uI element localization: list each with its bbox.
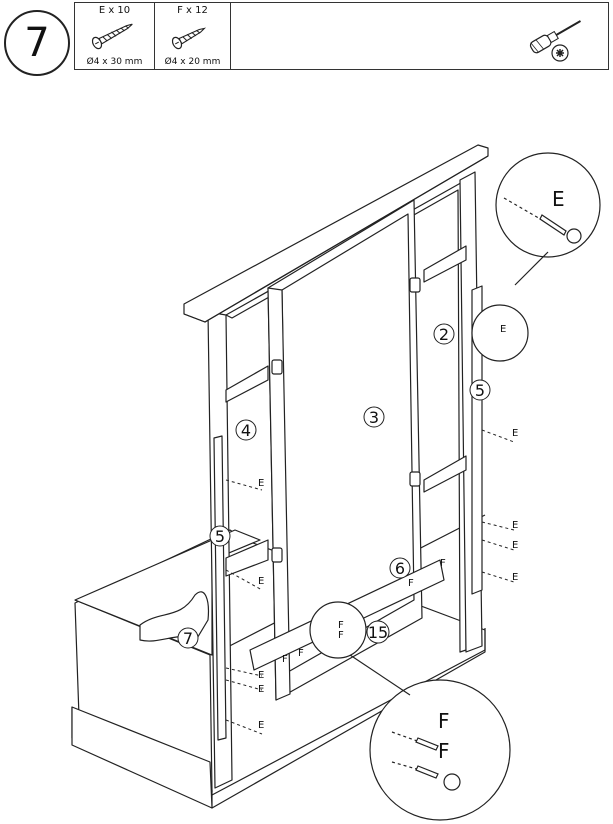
label-part-4: 4 — [241, 421, 251, 440]
part-f-size: Ø4 x 20 mm — [164, 57, 221, 67]
screw-e-label: E — [512, 520, 518, 531]
label-part-5-right: 5 — [475, 381, 485, 400]
strip-left — [213, 435, 227, 741]
screw-e-label: E — [258, 576, 264, 587]
label-part-15: 15 — [368, 623, 388, 642]
label-part-7: 7 — [183, 629, 193, 648]
long-screw-icon — [91, 23, 133, 50]
part-e-size: Ø4 x 30 mm — [86, 57, 143, 67]
screw-f-label: F — [282, 654, 288, 665]
parts-list: E x 10 Ø4 x 30 mm F x 12 Ø4 x 20 mm — [74, 2, 609, 70]
part-e-qty: E x 10 — [98, 5, 131, 16]
screw-e-label: E — [512, 428, 518, 439]
label-part-2: 2 — [439, 325, 449, 344]
detail-circle-mid — [471, 304, 529, 362]
part-f-qty: F x 12 — [177, 5, 208, 16]
part-f: F x 12 Ø4 x 20 mm — [155, 3, 231, 69]
screw-f-label: F — [408, 578, 414, 589]
screw-f-label: F — [338, 620, 344, 631]
screw-f-label: F — [298, 648, 304, 659]
step-number: 7 — [4, 10, 70, 76]
label-part-5-left: 5 — [215, 527, 225, 546]
strip-right — [471, 285, 483, 595]
screw-e-label: E — [500, 324, 506, 335]
screw-e-label: E — [512, 572, 518, 583]
detail-circle-bottom — [369, 679, 511, 821]
screw-e-label: E — [258, 684, 264, 695]
screw-e-label: E — [512, 540, 518, 551]
screw-f-label: F — [338, 630, 344, 641]
detail-f-label-2: F — [438, 739, 450, 763]
detail-circle-top — [495, 152, 601, 258]
part-e: E x 10 Ø4 x 30 mm — [75, 3, 155, 69]
screw-e-label: E — [258, 478, 264, 489]
short-screw-icon — [171, 27, 207, 50]
detail-circle-rail — [309, 601, 367, 659]
phillips-screwdriver-icon — [529, 20, 581, 62]
label-part-3: 3 — [369, 408, 379, 427]
screw-e-label: E — [258, 720, 264, 731]
detail-f-label-1: F — [438, 709, 450, 733]
screw-e-label: E — [258, 670, 264, 681]
screw-f-label: F — [440, 558, 446, 569]
assembly-drawing: 2 3 4 5 5 6 7 15 E F F E E E E E E E E E… — [71, 144, 601, 821]
detail-e-label: E — [552, 187, 565, 211]
label-part-6: 6 — [395, 559, 405, 578]
